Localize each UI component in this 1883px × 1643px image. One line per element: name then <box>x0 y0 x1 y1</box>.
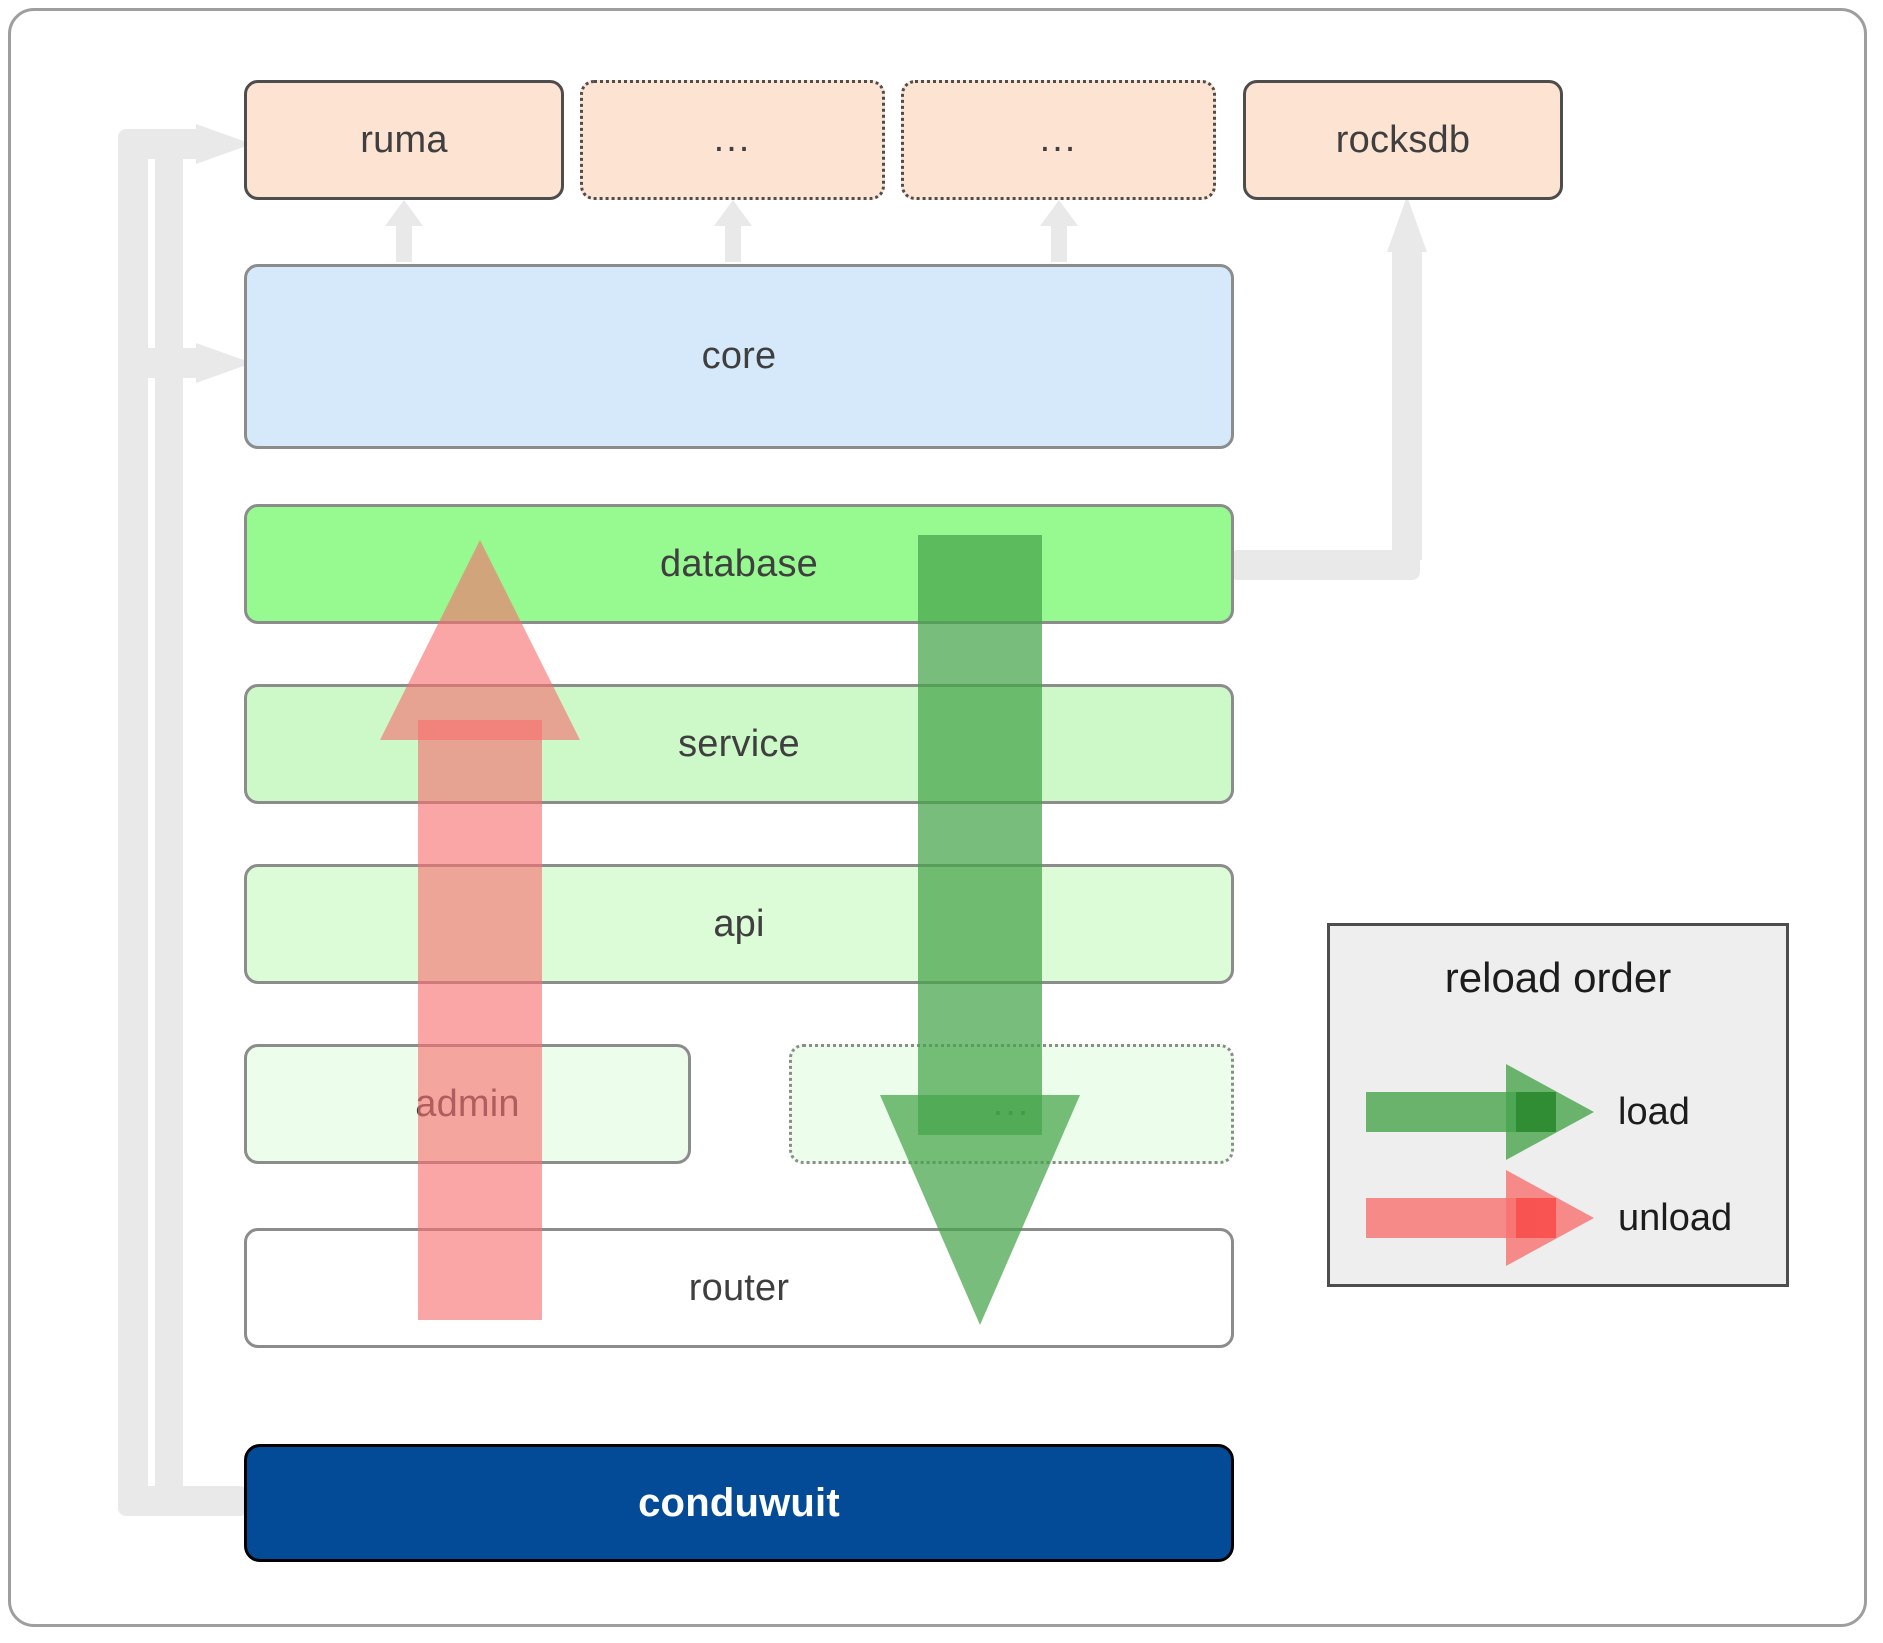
dependency-label-ellipsis-1: ... <box>713 118 752 161</box>
layer-box-core[interactable]: core <box>244 264 1234 449</box>
layer-box-admin[interactable]: admin <box>244 1044 691 1164</box>
dependency-box-ellipsis-2[interactable]: ... <box>901 80 1216 200</box>
layer-box-service[interactable]: service <box>244 684 1234 804</box>
connector-arrow-core-to-dep2 <box>714 200 752 262</box>
dependency-label-ruma: ruma <box>360 118 448 161</box>
connector-arrow-to-ruma <box>196 124 252 164</box>
layer-label-admin: admin <box>415 1082 520 1125</box>
layer-label-core: core <box>701 335 777 377</box>
connector-left-bottom-stub <box>118 1486 248 1516</box>
binary-label-conduwuit: conduwuit <box>638 1480 840 1525</box>
layer-box-api[interactable]: api <box>244 864 1234 984</box>
layer-label-ellipsis: ... <box>992 1082 1031 1125</box>
layer-box-database[interactable]: database <box>244 504 1234 624</box>
layer-box-router[interactable]: router <box>244 1228 1234 1348</box>
connector-arrow-to-core <box>196 343 252 383</box>
legend-unload-arrow-icon <box>1366 1170 1594 1266</box>
dependency-box-rocksdb[interactable]: rocksdb <box>1243 80 1563 200</box>
layer-label-database: database <box>660 542 818 585</box>
connector-arrow-core-to-ruma <box>385 200 423 262</box>
legend-panel: reload order load unload <box>1327 923 1789 1287</box>
legend-load-arrow-icon <box>1366 1064 1594 1160</box>
connector-arrow-to-rocksdb <box>1387 196 1427 252</box>
connector-left-trunk <box>118 129 148 1509</box>
dependency-box-ruma[interactable]: ruma <box>244 80 564 200</box>
diagram-frame <box>8 8 1867 1627</box>
legend-row-load: load <box>1366 1064 1690 1160</box>
legend-row-unload: unload <box>1366 1170 1732 1266</box>
layer-label-service: service <box>678 722 800 765</box>
layer-box-ellipsis[interactable]: ... <box>789 1044 1234 1164</box>
dependency-label-rocksdb: rocksdb <box>1335 118 1471 161</box>
binary-box-conduwuit[interactable]: conduwuit <box>244 1444 1234 1562</box>
legend-label-unload: unload <box>1618 1196 1733 1239</box>
dependency-box-ellipsis-1[interactable]: ... <box>580 80 885 200</box>
connector-left-inner-riser <box>155 129 183 1489</box>
legend-title: reload order <box>1444 954 1672 1001</box>
layer-label-router: router <box>688 1266 790 1309</box>
connector-arrow-core-to-dep3 <box>1040 200 1078 262</box>
layer-label-api: api <box>713 902 765 945</box>
dependency-label-ellipsis-2: ... <box>1039 118 1078 161</box>
connector-database-to-rocksdb-vertical <box>1392 240 1422 560</box>
connector-database-to-rocksdb-horizontal <box>1230 550 1420 580</box>
legend-label-load: load <box>1618 1090 1690 1133</box>
